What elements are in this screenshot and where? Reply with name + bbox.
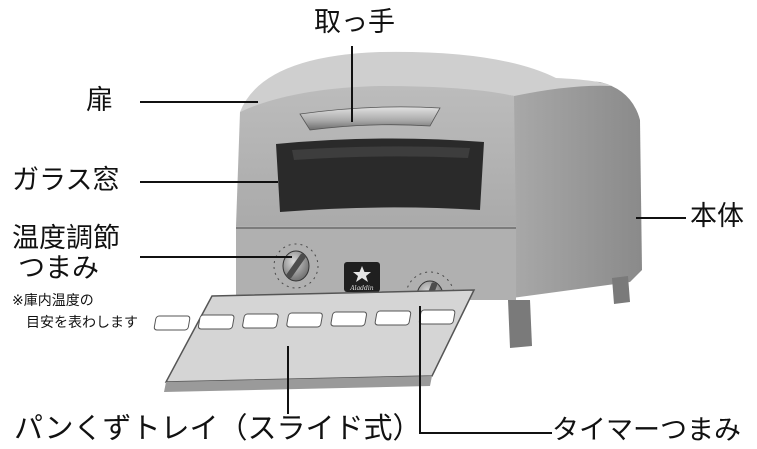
label-temp-note-line1: ※庫内温度の [12, 293, 94, 309]
leader-timer-knob [419, 306, 552, 434]
label-temp-knob-line1: 温度調節 [12, 223, 120, 254]
crumb-tray [164, 289, 476, 383]
glass-reflection [292, 146, 470, 160]
label-temp-note-line2: 目安を表わします [26, 315, 138, 331]
logo-star-icon [353, 266, 371, 282]
label-body: 本体 [690, 201, 744, 232]
crumb-tray-lip [164, 376, 432, 392]
label-handle: 取っ手 [314, 7, 395, 38]
label-door: 扉 [86, 85, 113, 116]
temp-knob-grip [286, 253, 306, 279]
label-crumb-tray: パンくずトレイ（スライド式） [14, 411, 422, 445]
crumb-tray-slots [153, 309, 456, 331]
label-temp-knob-line2: つまみ [18, 253, 99, 284]
body-top [240, 51, 612, 112]
handle [299, 106, 441, 131]
label-timer-knob: タイマーつまみ [552, 415, 741, 446]
logo-text: Aladdin [349, 285, 373, 292]
foot-right-front [508, 300, 532, 348]
body-side [510, 81, 642, 298]
temp-dial-scale [273, 243, 319, 289]
foot-right-back [612, 276, 630, 304]
label-glass-window: ガラス窓 [12, 165, 120, 196]
